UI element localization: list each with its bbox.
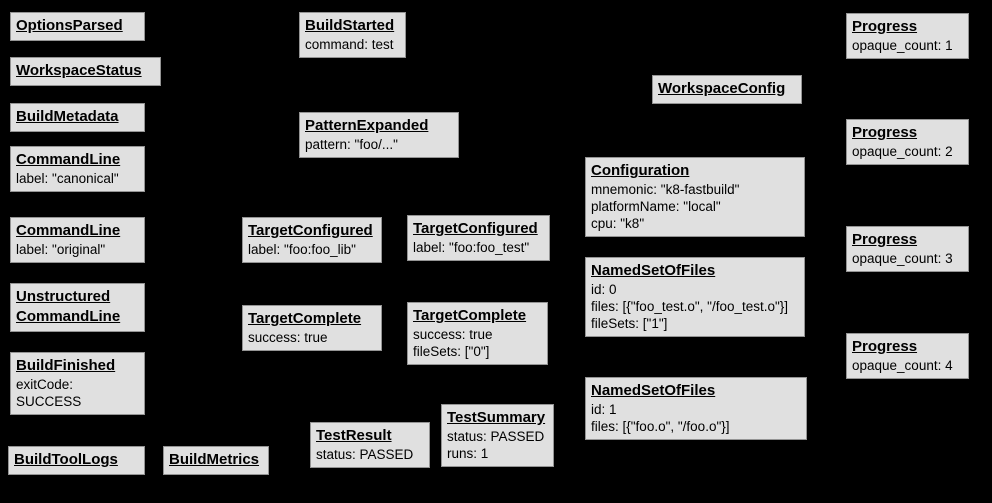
node-body: success: true	[248, 330, 328, 345]
node-title: OptionsParsed	[16, 17, 123, 34]
node-target-configured-foo-lib: TargetConfigured label: "foo:foo_lib"	[242, 217, 382, 263]
node-test-result: TestResult status: PASSED	[310, 422, 430, 468]
node-body: id: 1 files: [{"foo.o", "/foo.o"}]	[591, 402, 730, 434]
node-title: BuildFinished	[16, 357, 116, 374]
node-title: WorkspaceStatus	[16, 62, 142, 79]
node-command-line-canonical: CommandLine label: "canonical"	[10, 146, 145, 192]
node-unstructured-command-line: Unstructured CommandLine	[10, 283, 145, 332]
node-body: mnemonic: "k8-fastbuild" platformName: "…	[591, 182, 740, 231]
node-title: CommandLine	[16, 222, 121, 239]
node-title: Progress	[852, 124, 918, 141]
node-body: label: "canonical"	[16, 171, 119, 186]
node-title: CommandLine	[16, 151, 121, 168]
node-options-parsed: OptionsParsed	[10, 12, 145, 41]
node-target-complete-foo-lib: TargetComplete success: true	[242, 305, 382, 351]
node-title: NamedSetOfFiles	[591, 262, 716, 279]
node-workspace-status: WorkspaceStatus	[10, 57, 161, 86]
node-title: TargetComplete	[413, 307, 527, 324]
node-title: TargetConfigured	[248, 222, 373, 239]
node-title: PatternExpanded	[305, 117, 429, 134]
node-named-set-of-files-1: NamedSetOfFiles id: 1 files: [{"foo.o", …	[585, 377, 807, 440]
node-title: BuildMetrics	[169, 451, 260, 468]
node-title: NamedSetOfFiles	[591, 382, 716, 399]
node-body: status: PASSED runs: 1	[447, 429, 545, 461]
node-title: TargetConfigured	[413, 220, 538, 237]
node-workspace-config: WorkspaceConfig	[652, 75, 802, 104]
node-body: opaque_count: 4	[852, 358, 953, 373]
node-body: opaque_count: 3	[852, 251, 953, 266]
node-body: status: PASSED	[316, 447, 414, 462]
node-body: label: "original"	[16, 242, 106, 257]
node-title: Progress	[852, 338, 918, 355]
node-command-line-original: CommandLine label: "original"	[10, 217, 145, 263]
node-body: success: true fileSets: ["0"]	[413, 327, 493, 359]
node-build-metrics: BuildMetrics	[163, 446, 269, 475]
node-build-tool-logs: BuildToolLogs	[8, 446, 145, 475]
node-target-complete-foo-test: TargetComplete success: true fileSets: […	[407, 302, 548, 365]
node-progress-4: Progress opaque_count: 4	[846, 333, 969, 379]
node-named-set-of-files-0: NamedSetOfFiles id: 0 files: [{"foo_test…	[585, 257, 805, 337]
node-title: BuildMetadata	[16, 108, 119, 125]
node-body: exitCode: SUCCESS	[16, 377, 82, 409]
node-build-finished: BuildFinished exitCode: SUCCESS	[10, 352, 145, 415]
node-pattern-expanded: PatternExpanded pattern: "foo/..."	[299, 112, 459, 158]
node-body: pattern: "foo/..."	[305, 137, 398, 152]
node-build-started: BuildStarted command: test	[299, 12, 406, 58]
node-test-summary: TestSummary status: PASSED runs: 1	[441, 404, 554, 467]
node-build-metadata: BuildMetadata	[10, 103, 145, 132]
node-title: TestSummary	[447, 409, 546, 426]
node-progress-3: Progress opaque_count: 3	[846, 226, 969, 272]
node-body: label: "foo:foo_test"	[413, 240, 530, 255]
node-configuration: Configuration mnemonic: "k8-fastbuild" p…	[585, 157, 805, 237]
node-progress-2: Progress opaque_count: 2	[846, 119, 969, 165]
node-body: opaque_count: 1	[852, 38, 953, 53]
node-title: BuildToolLogs	[14, 451, 118, 468]
node-body: command: test	[305, 37, 394, 52]
node-title: WorkspaceConfig	[658, 80, 786, 97]
node-title: Configuration	[591, 162, 690, 179]
node-body: label: "foo:foo_lib"	[248, 242, 356, 257]
node-title: Progress	[852, 18, 918, 35]
node-progress-1: Progress opaque_count: 1	[846, 13, 969, 59]
node-title: TestResult	[316, 427, 392, 444]
node-title: Unstructured CommandLine	[16, 288, 121, 325]
node-body: id: 0 files: [{"foo_test.o", "/foo_test.…	[591, 282, 789, 331]
node-body: opaque_count: 2	[852, 144, 953, 159]
node-title: TargetComplete	[248, 310, 362, 327]
node-target-configured-foo-test: TargetConfigured label: "foo:foo_test"	[407, 215, 550, 261]
node-title: Progress	[852, 231, 918, 248]
node-title: BuildStarted	[305, 17, 395, 34]
